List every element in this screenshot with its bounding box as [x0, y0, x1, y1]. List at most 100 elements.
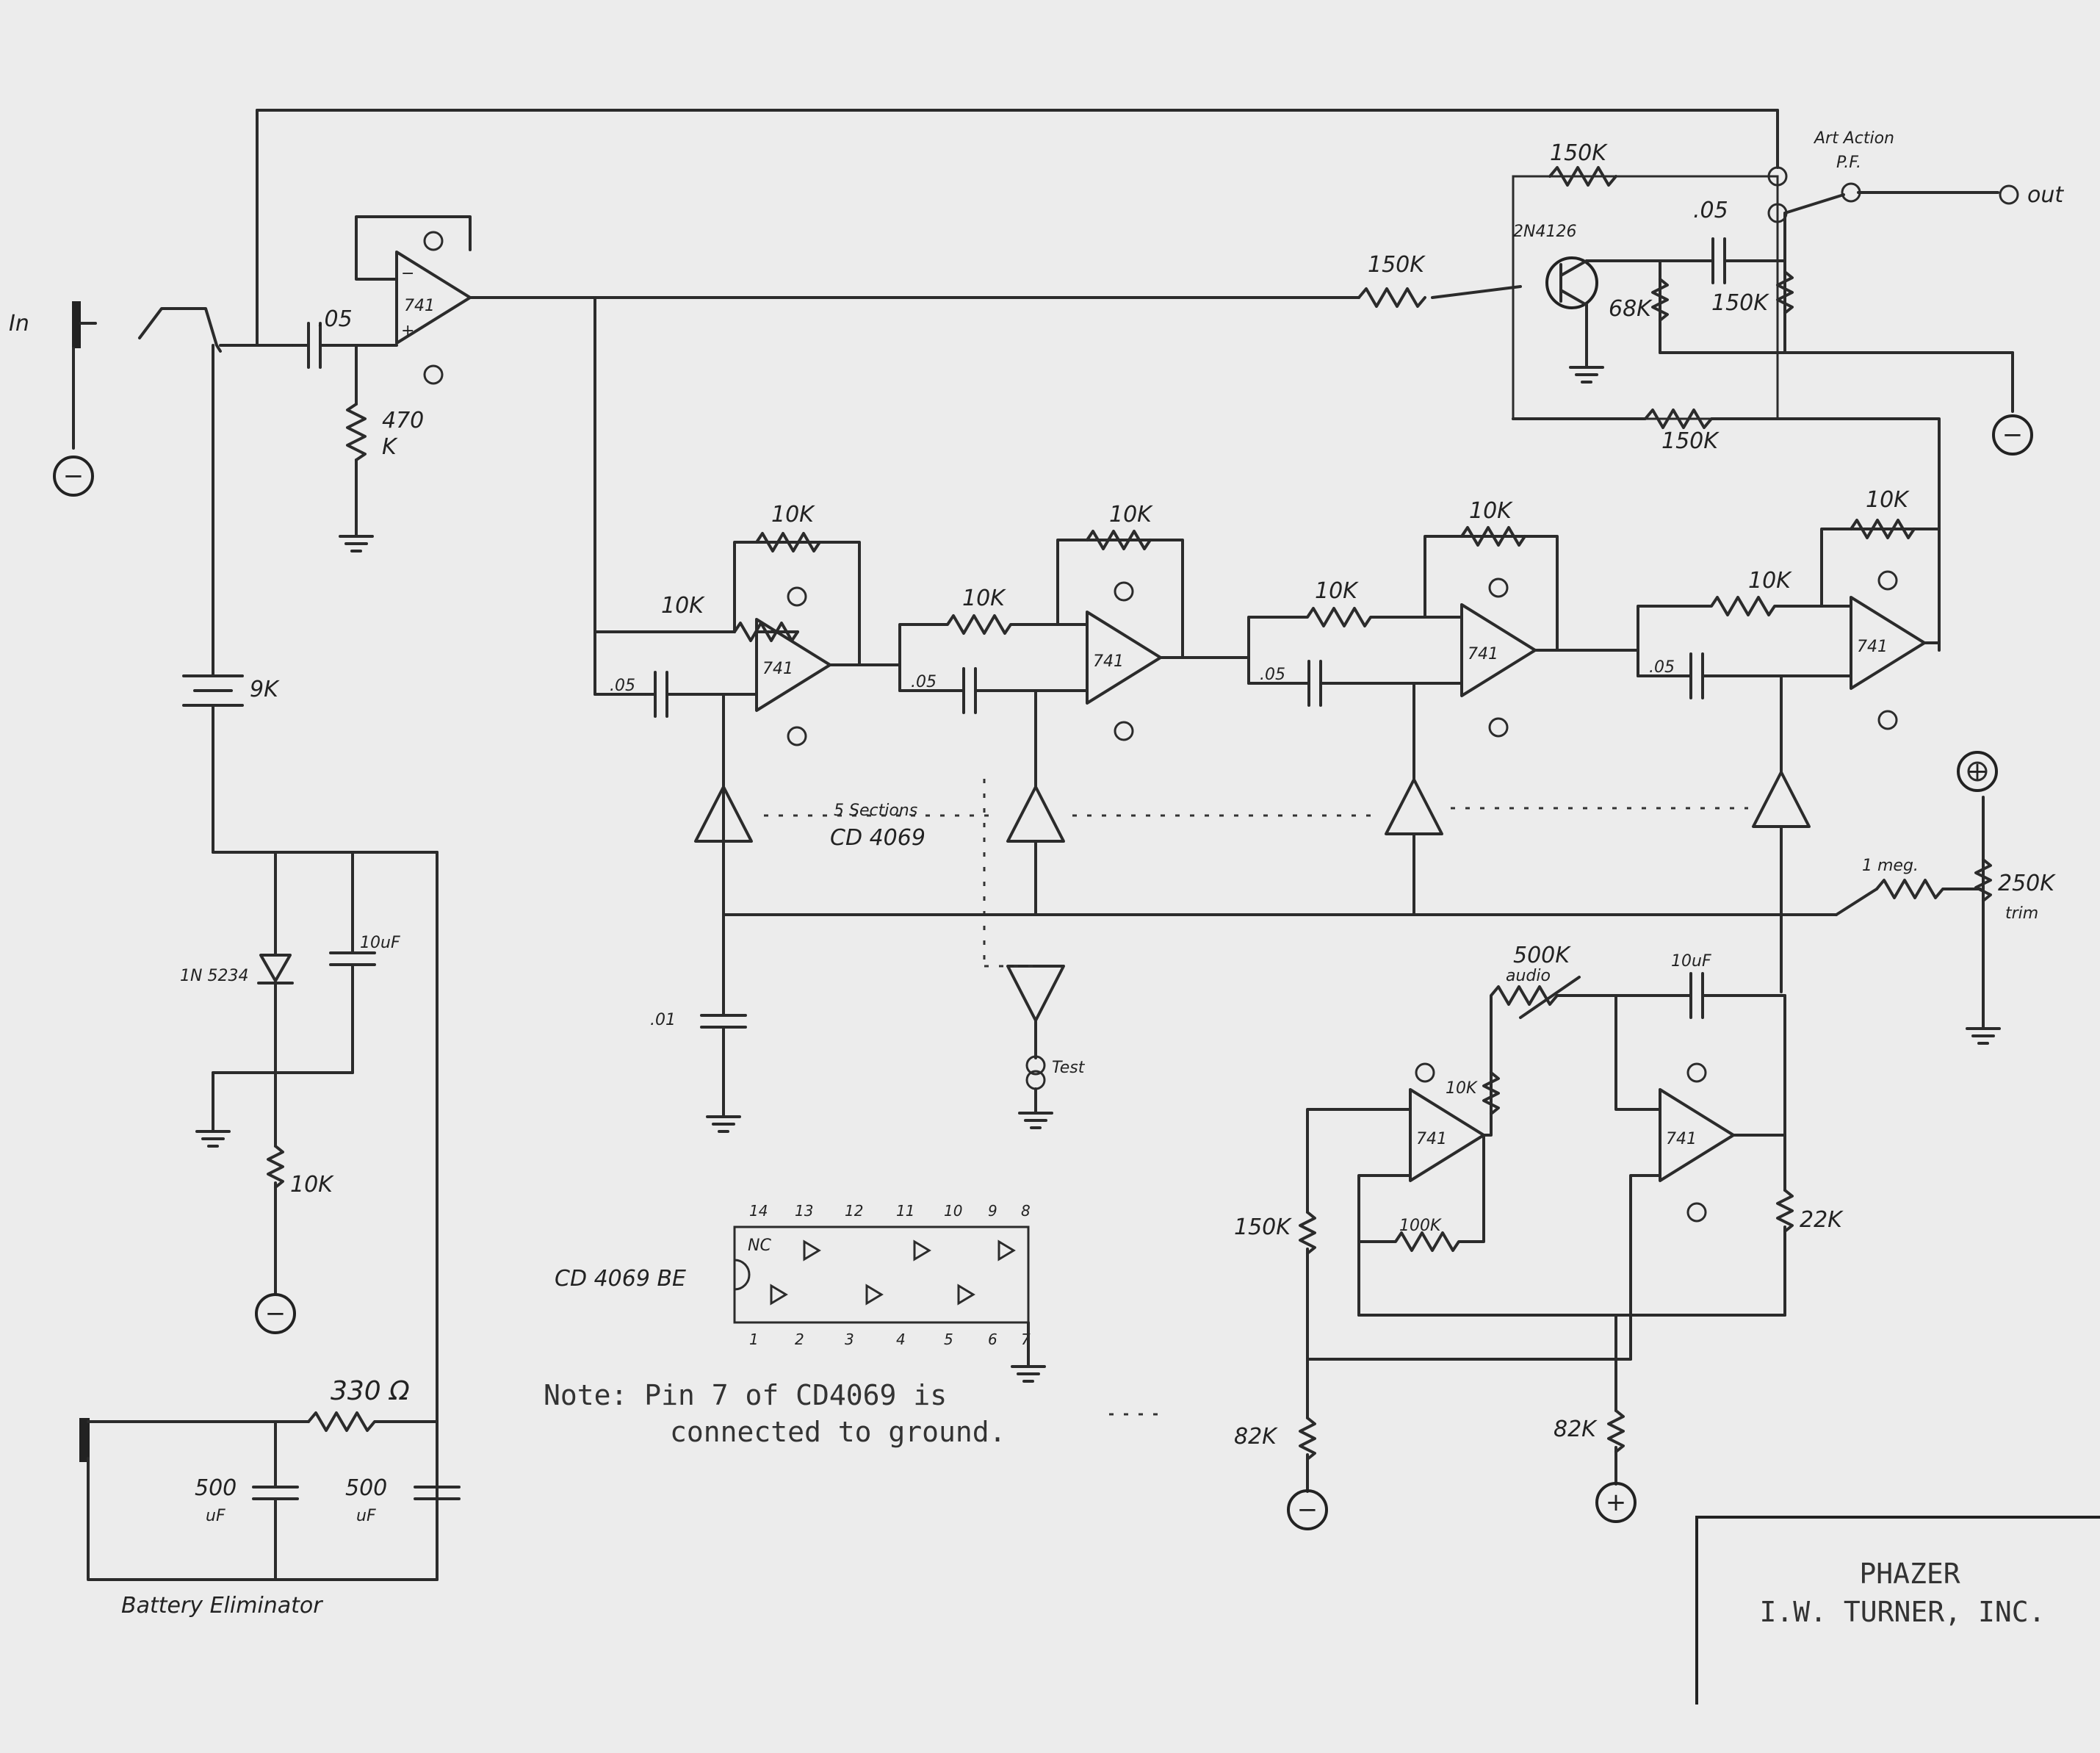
r-470k-unit: K	[382, 434, 398, 460]
input-opamp: 741 − +	[395, 251, 472, 345]
c-500a-label: 500	[195, 1475, 237, 1501]
r-82k-b-label: 82K	[1554, 1417, 1598, 1442]
art-action-sub: P.F.	[1836, 154, 1861, 172]
rail-minus-lfo: −	[1297, 1495, 1318, 1525]
r-150k-top-label: 150K	[1550, 140, 1608, 166]
lfo-left-opamp-type: 741	[1416, 1130, 1447, 1148]
cd4069-label: CD 4069	[830, 825, 925, 851]
c-10uf-lfo-label: 10uF	[1671, 952, 1711, 971]
chip-pins-top: 14 13 12 11 10 9 8	[749, 1202, 1031, 1220]
input-section: − In .05 470 K 741 − +	[9, 109, 1779, 663]
c-01-label: .01	[650, 1011, 676, 1029]
chip-pin-top: 13	[795, 1202, 813, 1220]
stage2-rf-label: 10K	[1109, 502, 1153, 528]
chip-pin-top: 12	[845, 1202, 863, 1220]
eliminator-jack	[79, 1418, 90, 1462]
phase-stage-3: 10K .05 741 10K	[1247, 498, 1639, 780]
chip-pin-bottom: 4	[896, 1331, 906, 1348]
r-10k-lfo-label: 10K	[1446, 1079, 1478, 1098]
chip-pin-top: 10	[944, 1202, 962, 1220]
transistor-label: 2N4126	[1513, 223, 1576, 241]
input-jack	[72, 301, 81, 348]
cd4069-pinout: CD 4069 BE NC 14 13 12 11 10 9 8 1 2 3 4…	[555, 1202, 1046, 1383]
input-opamp-type: 741	[404, 297, 435, 315]
chip-pin-top: 14	[749, 1202, 768, 1220]
rail-minus-input: −	[63, 461, 84, 491]
stage1-opamp-type: 741	[762, 660, 793, 678]
chip-name-label: CD 4069 BE	[555, 1266, 686, 1292]
output-section: 150K 2N4126 68K .05 150K Art Action	[1512, 109, 2064, 652]
rail-minus-output: −	[2002, 420, 2024, 450]
battery-label: 9K	[250, 677, 280, 702]
stage4-rin-label: 10K	[1748, 568, 1792, 594]
chip-pin-top: 11	[896, 1202, 914, 1220]
r-150k-out-label: 150K	[1711, 290, 1769, 316]
chip-pin-top: 8	[1021, 1202, 1031, 1220]
stage3-c-label: .05	[1260, 666, 1285, 684]
r-82k-a-label: 82K	[1234, 1424, 1278, 1450]
stage1-rf-label: 10K	[771, 502, 815, 528]
r-100k-lfo-label: 100K	[1399, 1217, 1442, 1235]
zener-label: 1N 5234	[180, 967, 248, 985]
note-line-2: connected to ground.	[670, 1416, 1006, 1448]
c-500a-unit: uF	[206, 1507, 225, 1525]
trim-label: trim	[2005, 904, 2038, 923]
c-500b-unit: uF	[356, 1507, 376, 1525]
stage4-opamp-type: 741	[1857, 638, 1888, 656]
input-opamp-minus: −	[401, 264, 414, 283]
stage3-opamp-type: 741	[1468, 645, 1498, 663]
r-10k-reg-label: 10K	[290, 1172, 334, 1198]
rail-plus-lfo: +	[1606, 1488, 1627, 1517]
rail-plus-trim: +	[1967, 757, 1988, 786]
battery-eliminator-label: Battery Eliminator	[121, 1593, 323, 1619]
chip-pin-bottom: 3	[845, 1331, 854, 1348]
chip-pin-bottom: 6	[988, 1331, 997, 1348]
audio-label: audio	[1506, 967, 1551, 985]
title-text: PHAZER	[1859, 1558, 1960, 1590]
stage2-opamp-type: 741	[1093, 652, 1124, 671]
phase-stage-2: 10K .05 741 10K	[895, 502, 1250, 788]
stage2-rin-label: 10K	[962, 586, 1006, 611]
r-1meg-label: 1 meg.	[1862, 857, 1919, 875]
r-330-label: 330 Ω	[331, 1376, 410, 1406]
r-150k-fb-label: 150K	[1661, 428, 1720, 454]
rail-minus-reg: −	[265, 1299, 286, 1328]
stage3-rin-label: 10K	[1315, 578, 1359, 604]
company-text: I.W. TURNER, INC.	[1760, 1596, 2046, 1628]
stage4-c-label: .05	[1649, 658, 1675, 677]
c-10uf-reg-label: 10uF	[360, 934, 400, 952]
stage4-rf-label: 10K	[1866, 487, 1910, 513]
chip-pins-bottom: 1 2 3 4 5 6 7	[749, 1331, 1031, 1348]
r-470k-label: 470	[382, 408, 424, 433]
pot-250k-label: 250K	[1998, 871, 2056, 896]
r-150k-mix-label: 150K	[1368, 252, 1426, 278]
chip-pin-bottom: 2	[795, 1331, 804, 1348]
main-bus: 150K	[469, 252, 1522, 696]
r-22k-label: 22K	[1800, 1207, 1844, 1233]
c-05-in-label: .05	[317, 306, 353, 332]
pot-500k-label: 500K	[1513, 943, 1571, 968]
output-label: out	[2027, 182, 2064, 208]
chip-pin-bottom: 1	[749, 1331, 759, 1348]
chip-pin-bottom: 5	[944, 1331, 953, 1348]
stage3-rf-label: 10K	[1469, 498, 1513, 524]
lfo-right-opamp-type: 741	[1666, 1130, 1697, 1148]
stage2-c-label: .05	[911, 673, 937, 691]
transistor-symbol	[1545, 256, 1598, 309]
note-block: Note: Pin 7 of CD4069 is connected to gr…	[544, 1379, 1168, 1448]
input-opamp-plus: +	[401, 322, 414, 340]
sections-label: 5 Sections	[834, 802, 917, 820]
stage1-rin-label: 10K	[661, 593, 705, 619]
note-line-1: Note: Pin 7 of CD4069 is	[544, 1379, 947, 1411]
r-68k-label: 68K	[1609, 296, 1653, 322]
art-action-label: Art Action	[1813, 129, 1894, 148]
lfo-section: 500K audio 10uF 741 10K 100K 150K 741	[1234, 943, 1844, 1530]
cd4069-buffers: Test 5 Sections CD 4069 .01 1 meg. + 250…	[650, 751, 2056, 1133]
stage1-c-label: .05	[610, 677, 635, 695]
input-label: In	[9, 311, 29, 336]
title-block: PHAZER I.W. TURNER, INC.	[1695, 1516, 2100, 1705]
power-section: 9K 1N 5234 10uF 10K − 330 Ω 500	[79, 660, 461, 1619]
phase-stage-4: 10K .05 741 10K	[1637, 487, 1941, 773]
c-500b-label: 500	[345, 1475, 387, 1501]
